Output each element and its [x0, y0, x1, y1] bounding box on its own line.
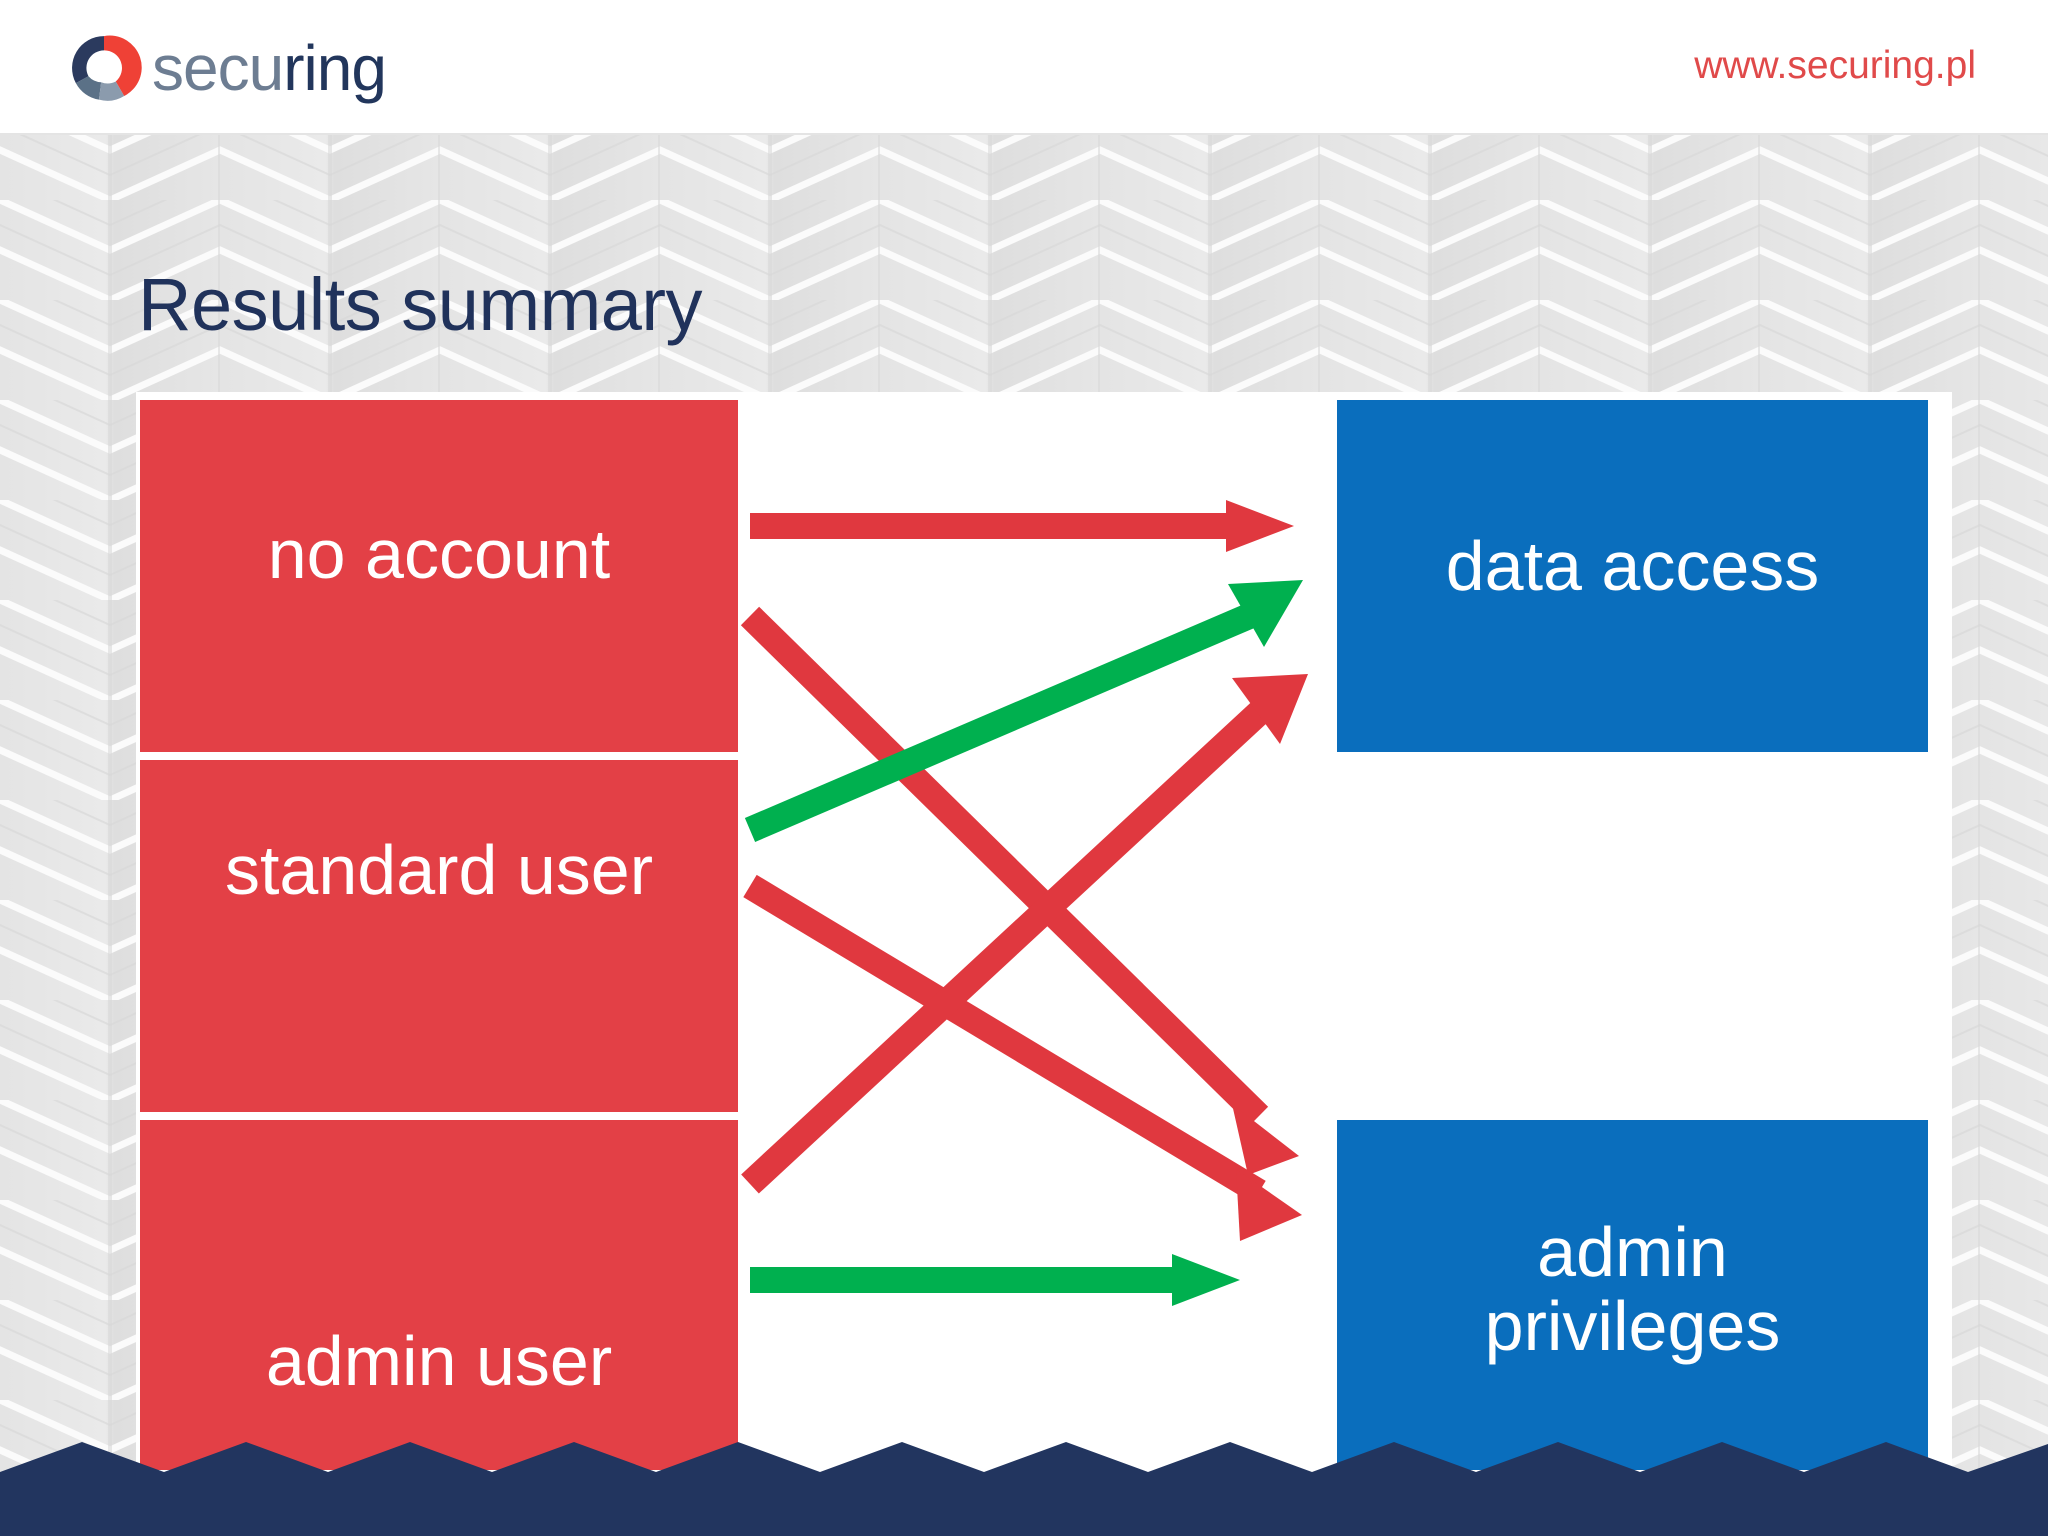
arrow-standard-user-to-admin-privileges — [743, 874, 1302, 1241]
header-divider — [0, 133, 2048, 135]
diagram-panel: no account standard user admin user data… — [136, 392, 1952, 1478]
box-data-access-label: data access — [1445, 526, 1820, 605]
brand-wordmark: securing — [152, 26, 387, 110]
arrow-no-account-to-data-access — [750, 500, 1294, 552]
arrow-admin-user-to-data-access — [741, 674, 1308, 1194]
box-data-access[interactable]: data access — [1337, 400, 1928, 752]
arrow-admin-user-to-admin-privileges — [750, 1254, 1240, 1306]
wordmark-ring: ring — [283, 32, 387, 104]
wordmark-secu: secu — [152, 32, 284, 104]
box-no-account[interactable]: no account — [140, 400, 738, 752]
box-no-account-label: no account — [267, 514, 611, 593]
box-admin-user-label: admin user — [265, 1321, 613, 1400]
box-standard-user-label: standard user — [224, 830, 654, 909]
arrow-no-account-to-admin-privileges — [740, 606, 1299, 1175]
site-url-link[interactable]: www.securing.pl — [1694, 44, 1976, 87]
securing-ring-logo-icon — [72, 35, 142, 101]
box-admin-privileges-label: admin privileges — [1484, 1212, 1781, 1365]
bottom-zigzag-band — [0, 1442, 2048, 1536]
box-standard-user[interactable]: standard user — [140, 760, 738, 1112]
box-admin-user[interactable]: admin user — [140, 1120, 738, 1470]
box-admin-privileges[interactable]: admin privileges — [1337, 1120, 1928, 1470]
slide-header: securing www.securing.pl — [0, 0, 2048, 135]
brand-logo[interactable]: securing — [62, 26, 387, 110]
arrow-standard-user-to-data-access — [744, 580, 1303, 842]
page-title: Results summary — [138, 263, 703, 346]
